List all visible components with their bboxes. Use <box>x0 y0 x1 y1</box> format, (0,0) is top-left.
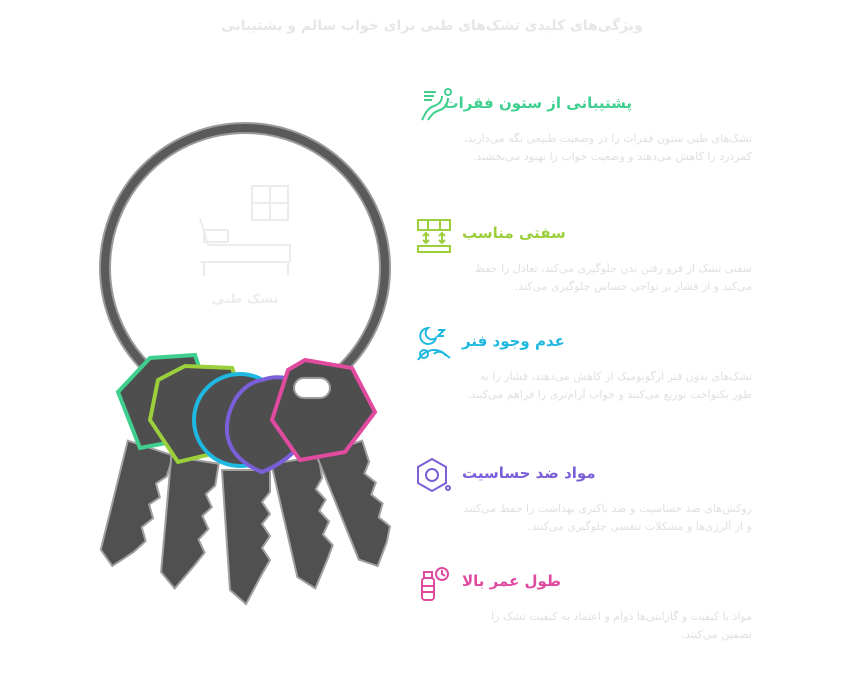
firmness-icon <box>417 219 451 253</box>
feature-title: سفتی مناسب <box>462 224 566 242</box>
feature-title: طول عمر بالا <box>462 572 562 590</box>
feature-desc: سفتی تشک از فرو رفتن بدن جلوگیری می‌کند،… <box>474 262 752 293</box>
feature-desc: تشک‌های بدون فنر ارگونومیک از کاهش می‌ده… <box>467 370 752 401</box>
spine-icon <box>421 88 452 121</box>
feature-spine-support: پشتیبانی از ستون فقرات تشک‌های طبی ستون … <box>400 86 760 186</box>
bed-icon <box>199 185 291 276</box>
feature-hypoallergenic: مواد ضد حساسیت روکش‌های ضد حساسیت و ضد ب… <box>400 456 760 556</box>
feature-desc: روکش‌های ضد حساسیت و ضد باکتری بهداشت را… <box>463 502 752 533</box>
diagram-title: ویژگی‌های کلیدی تشک‌های طبی برای خواب سا… <box>221 18 643 34</box>
key-head-pink <box>269 357 378 463</box>
center-label: تشک طبی <box>211 292 279 307</box>
feature-desc: مواد با کیفیت و گارانتی‌ها دوام و اعتماد… <box>491 610 752 641</box>
feature-title: عدم وجود فنر <box>462 332 565 350</box>
feature-title: پشتیبانی از ستون فقرات <box>443 94 632 112</box>
key-blades <box>99 439 392 606</box>
feature-desc: تشک‌های طبی ستون فقرات را در وضعیت طبیعی… <box>463 132 752 163</box>
feature-no-springs: عدم وجود فنر تشک‌های بدون فنر ارگونومیک … <box>400 324 760 424</box>
feature-durability: طول عمر بالا مواد با کیفیت و گارانتی‌ها … <box>400 564 760 654</box>
feature-title: مواد ضد حساسیت <box>462 464 596 482</box>
sleep-icon <box>417 326 451 361</box>
spray-timer-icon <box>421 567 449 601</box>
hexagon-icon <box>417 457 451 493</box>
feature-firmness: سفتی مناسب سفتی تشک از فرو رفتن بدن جلوگ… <box>400 216 760 316</box>
